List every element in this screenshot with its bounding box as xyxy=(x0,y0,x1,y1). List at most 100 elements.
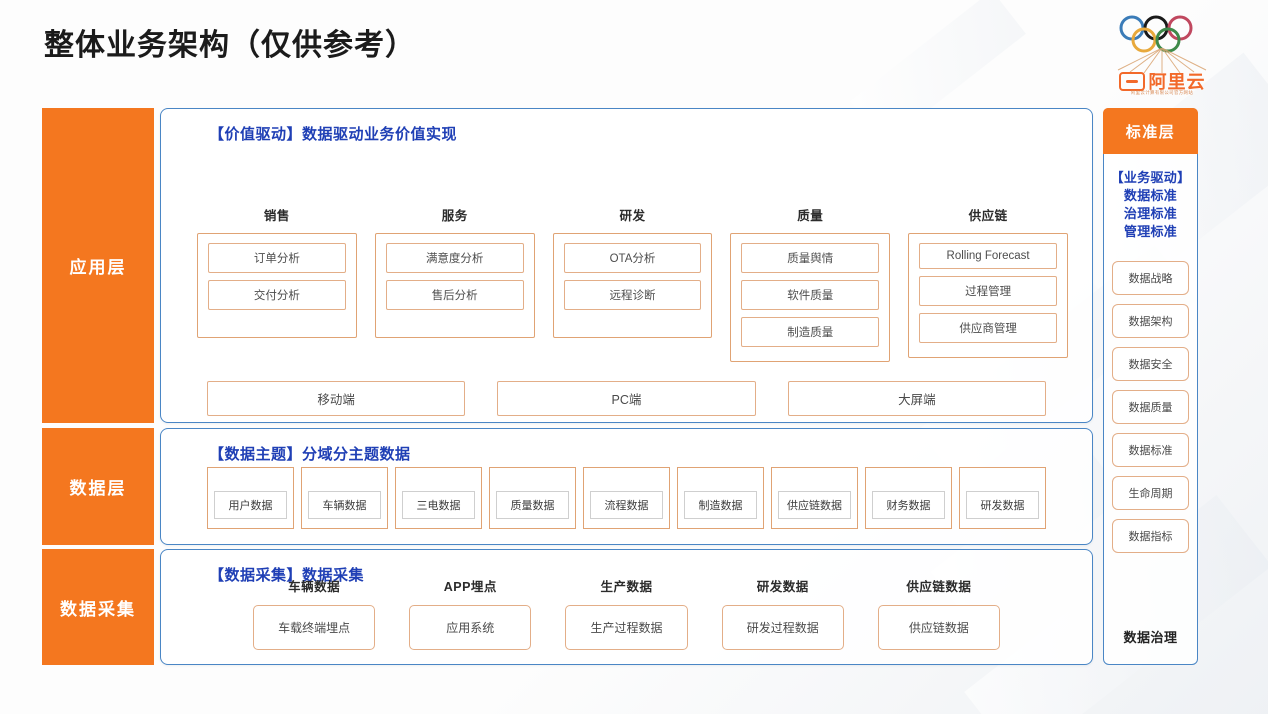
data-chip-label: 研发数据 xyxy=(966,491,1039,519)
collection-group-list: 车辆数据 车载终端埋点 APP埋点 应用系统 生产数据 生产过程数据 研发数据 … xyxy=(253,576,1001,650)
data-layer-panel: 【数据主题】分域分主题数据 用户数据 车辆数据 三电数据 质量数据 流程数据 制… xyxy=(160,428,1093,545)
terminal-item[interactable]: 移动端 xyxy=(207,381,466,416)
group-heading: 研发 xyxy=(619,209,646,223)
data-chip-label: 三电数据 xyxy=(402,491,475,519)
application-group-list: 销售 订单分析 交付分析 服务 满意度分析 售后分析 研发 OTA分析 远程诊断 xyxy=(197,205,1068,362)
layer-label-application: 应用层 xyxy=(42,108,154,423)
standards-heading-line: 治理标准 xyxy=(1123,206,1178,221)
olympic-rings-icon xyxy=(1119,15,1193,53)
data-cell[interactable]: 用户数据 xyxy=(207,467,294,529)
group-heading: 质量 xyxy=(797,209,824,223)
collection-heading: 供应链数据 xyxy=(906,580,972,594)
data-chip-label: 质量数据 xyxy=(496,491,569,519)
data-cell[interactable]: 供应链数据 xyxy=(771,467,858,529)
collection-heading: 生产数据 xyxy=(600,580,653,594)
standards-item[interactable]: 数据指标 xyxy=(1112,519,1189,553)
app-chip[interactable]: 软件质量 xyxy=(741,280,880,310)
group-box: 质量舆情 软件质量 制造质量 xyxy=(730,233,891,362)
collection-item[interactable]: 研发过程数据 xyxy=(721,605,844,650)
standards-header: 标准层 xyxy=(1103,108,1198,154)
collection-item[interactable]: 生产过程数据 xyxy=(565,605,688,650)
collection-item[interactable]: 应用系统 xyxy=(409,605,532,650)
app-chip[interactable]: 供应商管理 xyxy=(919,313,1057,343)
standards-item[interactable]: 数据架构 xyxy=(1112,304,1189,338)
standards-item-list: 数据战略 数据架构 数据安全 数据质量 数据标准 生命周期 数据指标 xyxy=(1112,261,1189,553)
brand-logo: 阿里云 阿里云计算有限公司官方网站 xyxy=(1102,12,1222,96)
rays-icon xyxy=(1117,48,1207,74)
terminal-list: 移动端 PC端 大屏端 xyxy=(207,381,1046,416)
data-cell[interactable]: 研发数据 xyxy=(959,467,1046,529)
page-title: 整体业务架构（仅供参考） xyxy=(44,29,416,62)
group-heading: 销售 xyxy=(263,209,290,223)
data-panel-title: 【数据主题】分域分主题数据 xyxy=(209,446,411,463)
standards-heading: 【业务驱动】 数据标准 治理标准 管理标准 xyxy=(1104,169,1197,241)
group-heading: 供应链 xyxy=(968,209,1008,223)
data-chip-label: 车辆数据 xyxy=(308,491,381,519)
app-chip[interactable]: 满意度分析 xyxy=(385,243,524,273)
layer-label-data: 数据层 xyxy=(42,428,154,545)
app-chip[interactable]: OTA分析 xyxy=(563,243,702,273)
app-chip[interactable]: 交付分析 xyxy=(208,280,346,310)
data-subject-list: 用户数据 车辆数据 三电数据 质量数据 流程数据 制造数据 供应链数据 财务数据… xyxy=(207,467,1046,529)
standards-item[interactable]: 数据质量 xyxy=(1112,390,1189,424)
data-chip-label: 财务数据 xyxy=(872,491,945,519)
application-panel-title: 【价值驱动】数据驱动业务价值实现 xyxy=(209,126,458,143)
application-group: 质量 质量舆情 软件质量 制造质量 xyxy=(730,205,891,362)
group-box: Rolling Forecast 过程管理 供应商管理 xyxy=(908,233,1068,358)
brand-subtitle: 阿里云计算有限公司官方网站 xyxy=(1130,90,1194,95)
application-group: 服务 满意度分析 售后分析 xyxy=(374,205,535,362)
collection-heading: 研发数据 xyxy=(756,580,809,594)
alibaba-cloud-logo: 阿里云 xyxy=(1102,68,1222,94)
layer-label-collection: 数据采集 xyxy=(42,549,154,665)
collection-group: 车辆数据 车载终端埋点 xyxy=(253,576,376,650)
application-group: 销售 订单分析 交付分析 xyxy=(197,205,357,362)
standards-layer-panel: 【业务驱动】 数据标准 治理标准 管理标准 数据战略 数据架构 数据安全 数据质… xyxy=(1103,108,1198,665)
collection-group: APP埋点 应用系统 xyxy=(409,576,532,650)
group-box: OTA分析 远程诊断 xyxy=(552,233,713,338)
app-chip[interactable]: 制造质量 xyxy=(741,317,880,347)
data-cell[interactable]: 三电数据 xyxy=(395,467,482,529)
data-cell[interactable]: 质量数据 xyxy=(489,467,576,529)
application-layer-panel: 【价值驱动】数据驱动业务价值实现 销售 订单分析 交付分析 服务 满意度分析 售… xyxy=(160,108,1093,423)
app-chip[interactable]: 质量舆情 xyxy=(741,243,880,273)
collection-panel-title: 【数据采集】数据采集 xyxy=(209,567,365,584)
terminal-item[interactable]: 大屏端 xyxy=(787,381,1046,416)
app-chip[interactable]: 远程诊断 xyxy=(563,280,702,310)
group-box: 满意度分析 售后分析 xyxy=(374,233,535,338)
group-box: 订单分析 交付分析 xyxy=(197,233,357,338)
standards-item[interactable]: 数据战略 xyxy=(1112,261,1189,295)
collection-group: 研发数据 研发过程数据 xyxy=(721,576,844,650)
terminal-item[interactable]: PC端 xyxy=(497,381,756,416)
data-cell[interactable]: 流程数据 xyxy=(583,467,670,529)
data-chip-label: 供应链数据 xyxy=(778,491,851,519)
data-collection-panel: 【数据采集】数据采集 车辆数据 车载终端埋点 APP埋点 应用系统 生产数据 生… xyxy=(160,549,1093,665)
collection-heading: 车辆数据 xyxy=(288,580,341,594)
data-cell[interactable]: 车辆数据 xyxy=(301,467,388,529)
collection-group: 生产数据 生产过程数据 xyxy=(565,576,688,650)
standards-item[interactable]: 数据标准 xyxy=(1112,433,1189,467)
collection-item[interactable]: 车载终端埋点 xyxy=(253,605,376,650)
data-chip-label: 流程数据 xyxy=(590,491,663,519)
data-cell[interactable]: 财务数据 xyxy=(865,467,952,529)
app-chip[interactable]: 过程管理 xyxy=(919,276,1057,306)
app-chip[interactable]: 售后分析 xyxy=(385,280,524,310)
data-cell[interactable]: 制造数据 xyxy=(677,467,764,529)
app-chip[interactable]: Rolling Forecast xyxy=(919,243,1057,269)
application-group: 供应链 Rolling Forecast 过程管理 供应商管理 xyxy=(908,205,1068,362)
alibaba-cloud-icon xyxy=(1118,71,1145,91)
standards-heading-line: 数据标准 xyxy=(1123,188,1178,203)
standards-heading-line: 管理标准 xyxy=(1123,224,1178,239)
collection-heading: APP埋点 xyxy=(443,580,497,594)
collection-item[interactable]: 供应链数据 xyxy=(877,605,1001,650)
standards-heading-line: 【业务驱动】 xyxy=(1110,170,1191,185)
data-chip-label: 制造数据 xyxy=(684,491,757,519)
collection-group: 供应链数据 供应链数据 xyxy=(877,576,1001,650)
standards-footer-label: 数据治理 xyxy=(1123,630,1178,645)
standards-item[interactable]: 生命周期 xyxy=(1112,476,1189,510)
app-chip[interactable]: 订单分析 xyxy=(208,243,346,273)
application-group: 研发 OTA分析 远程诊断 xyxy=(552,205,713,362)
brand-name: 阿里云 xyxy=(1148,72,1206,92)
standards-item[interactable]: 数据安全 xyxy=(1112,347,1189,381)
group-heading: 服务 xyxy=(441,209,468,223)
